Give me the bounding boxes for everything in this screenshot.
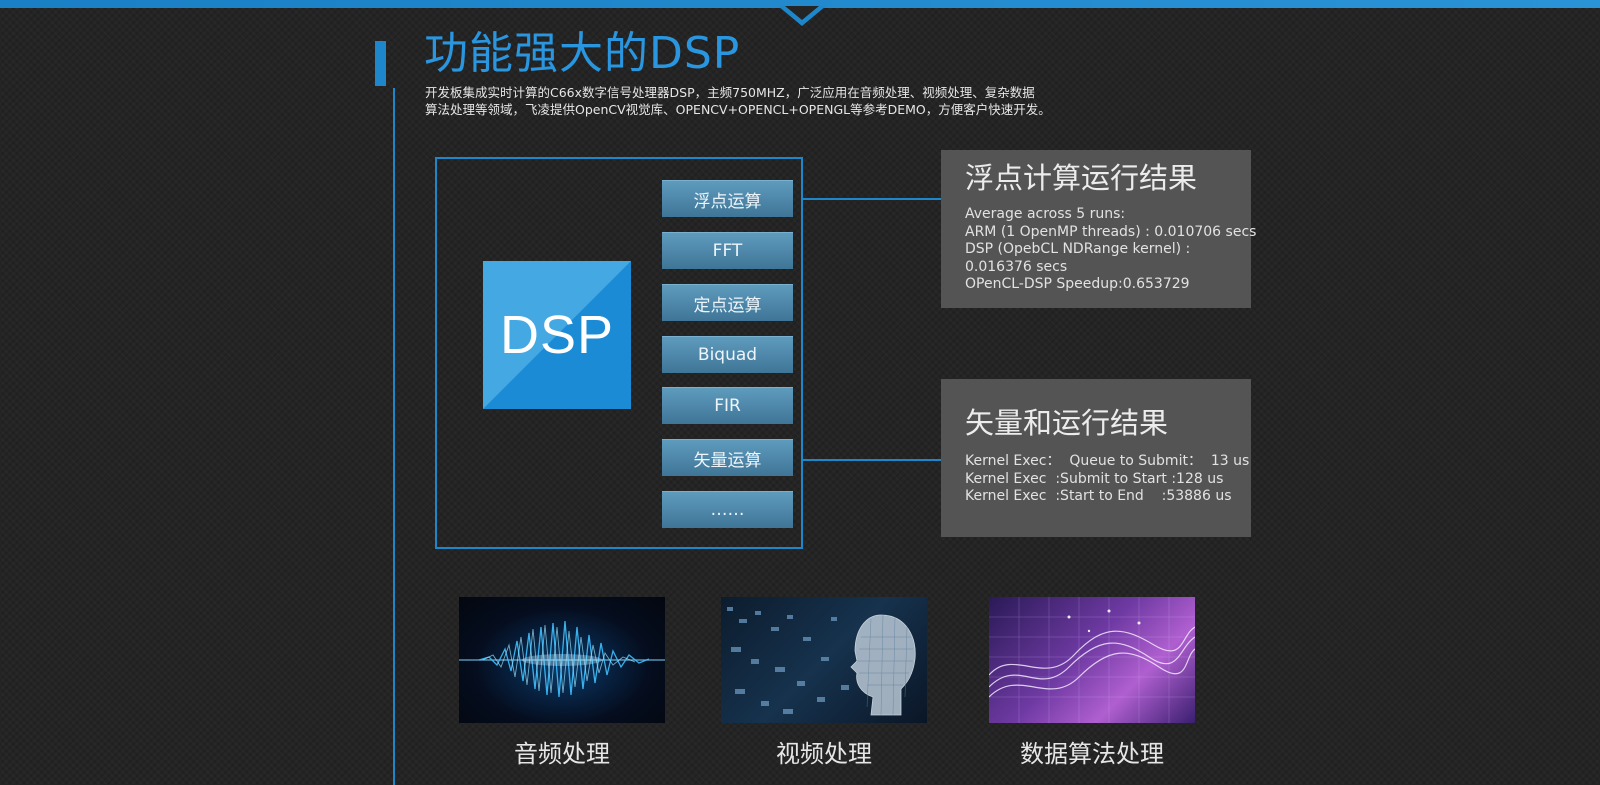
data-chart-graphic (989, 597, 1195, 723)
vector-result-line: Kernel Exec :Submit to Start :128 us (965, 470, 1224, 487)
vector-result-title: 矢量和运行结果 (965, 406, 1169, 440)
vector-result-line: Kernel Exec :Start to End :53886 us (965, 488, 1232, 504)
float-result-line: ARM (1 OpenMP threads) : 0.010706 secs (965, 223, 1257, 240)
vector-result-lines: Kernel Exec： Queue to Submit： 13 us Kern… (965, 453, 1251, 506)
float-result-lines: Average across 5 runs: ARM (1 OpenMP thr… (965, 206, 1257, 294)
function-item-fft: FFT (662, 232, 793, 269)
float-result-line: OPenCL-DSP Speedup:0.653729 (965, 276, 1190, 292)
vector-result-line: Kernel Exec： Queue to Submit： 13 us (965, 453, 1250, 469)
vector-result-panel: 矢量和运行结果 Kernel Exec： Queue to Submit： 13… (941, 379, 1251, 537)
float-result-line: Average across 5 runs: (965, 206, 1126, 222)
float-result-panel: 浮点计算运行结果 Average across 5 runs: ARM (1 O… (941, 150, 1257, 308)
top-notch-inner (785, 6, 819, 20)
app-label-video: 视频处理 (776, 740, 872, 768)
app-tile-audio: 音频处理 (459, 597, 665, 768)
float-result-title: 浮点计算运行结果 (965, 161, 1198, 195)
intro-line-2: 算法处理等领域，飞凌提供OpenCV视觉库、OPENCV+OPENCL+OPEN… (425, 102, 1051, 117)
top-accent-bar (0, 0, 1600, 8)
audio-waveform-image (459, 597, 665, 723)
app-tile-video: 视频处理 (721, 597, 927, 768)
intro-text: 开发板集成实时计算的C66x数字信号处理器DSP，主频750MHZ，广泛应用在音… (425, 84, 1105, 118)
chip-highlight-triangle (483, 261, 631, 409)
app-tile-data: 数据算法处理 (989, 597, 1195, 768)
title-marker (375, 41, 386, 86)
connector-vector (803, 459, 941, 461)
function-item-vector: 矢量运算 (662, 439, 793, 476)
timeline-vertical-line (393, 88, 395, 785)
function-item-float: 浮点运算 (662, 180, 793, 217)
float-result-line: DSP (OpebCL NDRange kernel) : (965, 241, 1191, 257)
function-item-biquad: Biquad (662, 336, 793, 373)
digital-face-graphic (727, 607, 916, 716)
app-label-data: 数据算法处理 (1020, 740, 1164, 768)
audio-waveform-graphic (459, 620, 665, 698)
app-label-audio: 音频处理 (514, 740, 610, 768)
function-item-fixed: 定点运算 (662, 284, 793, 321)
digital-face-image (721, 597, 927, 723)
function-item-fir: FIR (662, 387, 793, 424)
float-result-line: 0.016376 secs (965, 258, 1068, 275)
dsp-chip-block: DSP (483, 261, 631, 409)
intro-line-1: 开发板集成实时计算的C66x数字信号处理器DSP，主频750MHZ，广泛应用在音… (425, 85, 1035, 100)
dsp-diagram-frame (435, 157, 803, 549)
connector-float (803, 198, 941, 200)
data-chart-image (989, 597, 1195, 723)
page-title: 功能强大的DSP (424, 28, 741, 79)
dsp-chip-label: DSP (499, 305, 615, 365)
function-item-more: …… (662, 491, 793, 528)
